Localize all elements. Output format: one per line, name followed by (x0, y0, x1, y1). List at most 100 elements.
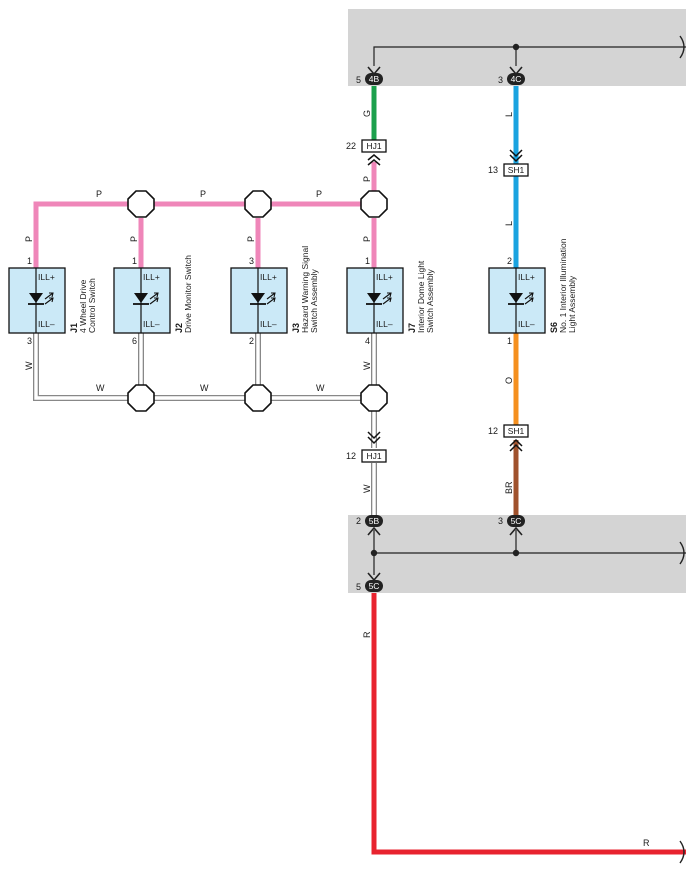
component-id: J2 (174, 323, 184, 333)
wire-label-green: G (362, 110, 372, 117)
component-J7: ILL+ ILL– 1 4 J7Interior Dome LightSwitch As… (346, 256, 435, 346)
junction-connector-5B: 5B 2 (356, 515, 383, 536)
inline-connector-HJ1-22: HJ1 22 (346, 139, 387, 166)
pin-number: 1 (365, 256, 370, 266)
wire-label-brown: BR (504, 481, 514, 494)
junction-connector-5C-upper: 5C 3 (498, 515, 525, 536)
pin-number: 1 (132, 256, 137, 266)
wire-label-pink: P (316, 189, 322, 199)
svg-text:12: 12 (346, 451, 356, 461)
component-name-line: Light Assembly (567, 275, 577, 333)
terminal-label: ILL– (260, 319, 277, 329)
splice-node (244, 190, 272, 218)
component-name: J7Interior Dome LightSwitch Assembly (407, 260, 435, 333)
svg-text:5B: 5B (369, 516, 380, 526)
wire-label-orange: O (504, 377, 514, 384)
terminal-label: ILL– (38, 319, 55, 329)
component-name: J3Hazard Warning SignalSwitch Assembly (291, 246, 319, 333)
wire-label-blue: L (504, 221, 514, 226)
terminal-label: ILL+ (38, 272, 55, 282)
terminal-label: ILL– (518, 319, 535, 329)
svg-text:2: 2 (356, 516, 361, 526)
svg-text:SH1: SH1 (508, 426, 525, 436)
wire-label-pink: P (200, 189, 206, 199)
wire-label-pink: P (362, 236, 372, 242)
inline-connector-SH1-12: SH1 12 (488, 424, 529, 452)
led-icon (250, 292, 276, 305)
splice-node (360, 190, 388, 218)
component-id: J3 (291, 323, 301, 333)
svg-text:5C: 5C (511, 516, 522, 526)
svg-text:3: 3 (498, 516, 503, 526)
pin-number: 1 (27, 256, 32, 266)
wire-label-pink: P (96, 189, 102, 199)
wire-label-white: W (200, 383, 209, 393)
component-id: J7 (407, 323, 417, 333)
splice-node (360, 384, 388, 412)
wire-label-pink: P (24, 236, 34, 242)
component-name-line: 4 Wheel Drive (78, 279, 88, 333)
svg-text:3: 3 (498, 75, 503, 85)
terminal-label: ILL+ (518, 272, 535, 282)
svg-text:13: 13 (488, 165, 498, 175)
pin-number: 2 (249, 336, 254, 346)
component-name-line: Interior Dome Light (416, 260, 426, 333)
wire-label-white: W (362, 484, 372, 493)
pin-number: 6 (132, 336, 137, 346)
splice-node (244, 384, 272, 412)
pin-number: 1 (507, 336, 512, 346)
red-wire-continuation-bracket (679, 840, 685, 864)
component-box (230, 267, 288, 334)
component-name-line: Drive Monitor Switch (183, 255, 193, 333)
terminal-label: ILL+ (376, 272, 393, 282)
bottom-junction-bus (370, 530, 686, 575)
wire-label-pink: P (362, 176, 372, 182)
pin-number: 2 (507, 256, 512, 266)
splice-nodes (127, 190, 388, 412)
wire-label-white: W (96, 383, 105, 393)
svg-text:HJ1: HJ1 (366, 141, 381, 151)
svg-text:SH1: SH1 (508, 165, 525, 175)
component-name: S6No. 1 Interior IlluminationLight Assem… (549, 238, 577, 333)
svg-text:5: 5 (356, 75, 361, 85)
wire-label-pink: P (246, 236, 256, 242)
component-J2: ILL+ ILL– 1 6 J2Drive Monitor Switch (113, 255, 193, 346)
inline-connector-SH1-13: SH1 13 (488, 149, 529, 177)
wire-label-white: W (316, 383, 325, 393)
component-name: J2Drive Monitor Switch (174, 255, 193, 333)
component-name-line: No. 1 Interior Illumination (558, 238, 568, 333)
red-wire (371, 593, 686, 855)
component-name: J14 Wheel DriveControl Switch (69, 278, 97, 333)
pin-number: 3 (249, 256, 254, 266)
component-name-line: Control Switch (87, 278, 97, 333)
terminal-label: ILL– (376, 319, 393, 329)
svg-text:5: 5 (356, 582, 361, 592)
led-icon (508, 292, 534, 305)
wire-label-red: R (362, 631, 372, 638)
splice-node (127, 190, 155, 218)
pin-number: 3 (27, 336, 32, 346)
pink-wires (33, 162, 377, 268)
terminal-label: ILL+ (143, 272, 160, 282)
wire-label-pink: P (129, 236, 139, 242)
wire-labels: G P P P P P P P P L L O BR W W W W W W R… (24, 110, 650, 848)
junction-connector-4C: 4C 3 (498, 66, 525, 85)
wire-label-blue: L (504, 112, 514, 117)
pin-number: 4 (365, 336, 370, 346)
svg-text:12: 12 (488, 426, 498, 436)
svg-text:22: 22 (346, 141, 356, 151)
component-name-line: Hazard Warning Signal (300, 246, 310, 333)
svg-text:5C: 5C (369, 581, 380, 591)
inline-connector-HJ1-12: HJ1 12 (346, 431, 387, 463)
component-id: S6 (549, 322, 559, 333)
component-S6: ILL+ ILL– 2 1 S6No. 1 Interior IlluminationL… (488, 238, 577, 346)
terminal-label: ILL– (143, 319, 160, 329)
component-id: J1 (69, 323, 79, 333)
splice-node (127, 384, 155, 412)
wire-label-white: W (24, 361, 34, 370)
svg-text:4B: 4B (369, 74, 380, 84)
wire-label-red: R (643, 838, 650, 848)
